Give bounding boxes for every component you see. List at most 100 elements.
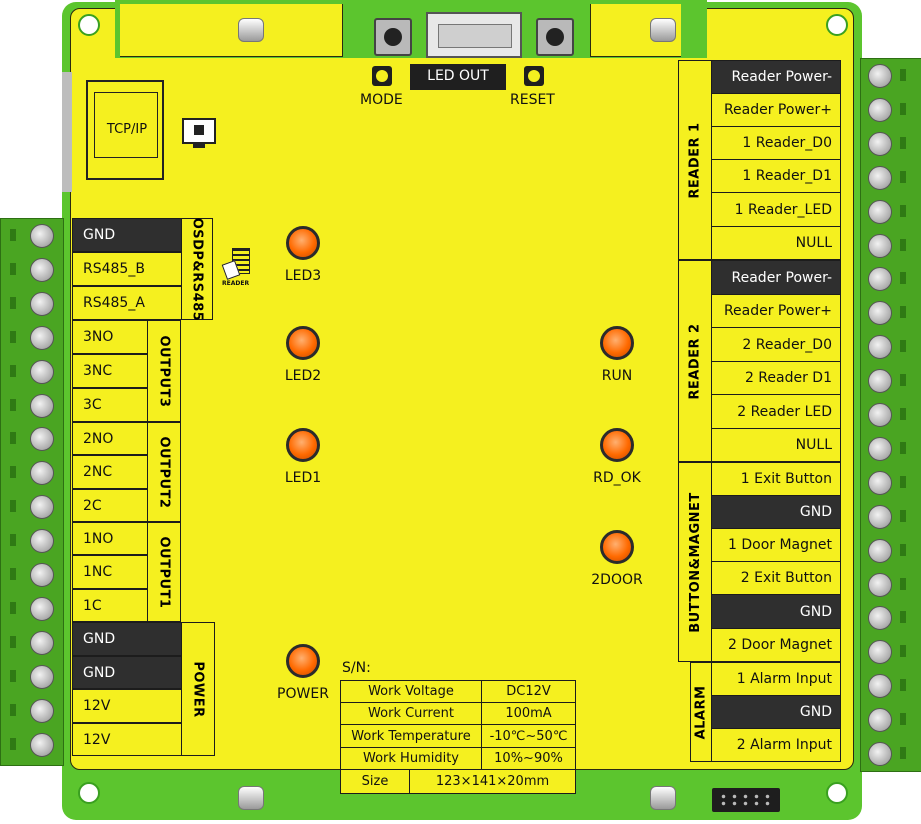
spec-label: Work Current [340, 702, 482, 725]
terminal-nub-icon [10, 601, 16, 614]
button-magnet-row: GND [711, 495, 841, 529]
reader-icon: READER [221, 248, 254, 288]
terminal-screw-icon [868, 97, 892, 122]
terminal-nub-icon [10, 262, 16, 275]
terminal-screw-icon [30, 698, 54, 723]
output1-row: 1NC [72, 555, 148, 589]
reader2-row: 2 Reader_D0 [711, 327, 841, 362]
reader2-row: 2 Reader LED [711, 394, 841, 429]
terminal-screw-icon [868, 572, 892, 597]
output2-row: 2C [72, 489, 148, 522]
output3-row: 3NO [72, 320, 148, 354]
terminal-screw-icon [868, 538, 892, 563]
osdp-row: GND [72, 218, 182, 252]
terminal-screw-icon [868, 199, 892, 224]
terminal-screw-icon [30, 732, 54, 757]
alarm-table: 1 Alarm Input GND 2 Alarm Input [711, 662, 841, 762]
spec-label: Work Humidity [340, 747, 482, 770]
output2-label: OUTPUT2 [147, 422, 181, 522]
reader2-row: Reader Power- [711, 260, 841, 295]
alarm-row: 1 Alarm Input [711, 662, 841, 696]
mode-led-icon [372, 66, 392, 86]
mount-hole-icon [78, 782, 100, 804]
standoff-icon [650, 18, 676, 42]
terminal-nub-icon [900, 441, 906, 454]
button-magnet-row: GND [711, 594, 841, 629]
reader1-row: 1 Reader_LED [711, 192, 841, 227]
alarm-row: 2 Alarm Input [711, 728, 841, 762]
spec-label: Work Temperature [340, 724, 482, 748]
power-label: POWER [181, 622, 215, 756]
terminal-screw-icon [868, 64, 892, 88]
terminal-screw-icon [30, 224, 54, 248]
terminal-screw-icon [30, 427, 54, 452]
power-row: 12V [72, 723, 182, 756]
terminal-nub-icon [10, 330, 16, 343]
terminal-nub-icon [900, 136, 906, 149]
button-magnet-row: 2 Door Magnet [711, 628, 841, 662]
led2-indicator [286, 326, 320, 360]
run-label: RUN [601, 368, 633, 384]
terminal-screw-icon [868, 674, 892, 699]
mode-label: MODE [360, 92, 403, 108]
terminal-nub-icon [10, 500, 16, 513]
terminal-screw-icon [868, 165, 892, 190]
mount-hole-icon [826, 14, 848, 36]
run-indicator [600, 326, 634, 360]
terminal-nub-icon [10, 229, 16, 241]
power-row: GND [72, 622, 182, 656]
terminal-nub-icon [900, 645, 906, 658]
terminal-nub-icon [900, 543, 906, 556]
terminal-nub-icon [900, 679, 906, 692]
output2-table: 2NO 2NC 2C [72, 422, 148, 522]
reader2-label: READER 2 [678, 260, 712, 462]
terminal-screw-icon [30, 393, 54, 418]
output3-row: 3C [72, 388, 148, 422]
reader2-row: Reader Power+ [711, 294, 841, 328]
output2-row: 2NC [72, 455, 148, 489]
terminal-screw-icon [868, 708, 892, 733]
reader1-label: READER 1 [678, 60, 712, 260]
terminal-screw-icon [30, 325, 54, 350]
terminal-screw-icon [30, 630, 54, 655]
osdp-rs485-table: GND RS485_B RS485_A [72, 218, 182, 320]
mount-hole-icon [826, 782, 848, 804]
led1-indicator [286, 428, 320, 462]
terminal-screw-icon [868, 369, 892, 394]
standoff-icon [238, 18, 264, 42]
tcp-ip-port: TCP/IP [86, 80, 164, 180]
terminal-nub-icon [10, 296, 16, 309]
terminal-nub-icon [900, 611, 906, 624]
terminal-screw-icon [868, 742, 892, 766]
reader2-table: Reader Power- Reader Power+ 2 Reader_D0 … [711, 260, 841, 462]
terminal-screw-icon [868, 335, 892, 360]
power-row: 12V [72, 689, 182, 723]
reader-icon-text: READER [222, 280, 250, 287]
mode-button[interactable] [374, 18, 412, 56]
osdp-rs485-label: OSDP&RS485 [181, 217, 213, 321]
terminal-nub-icon [900, 374, 906, 387]
led2-label: LED2 [284, 368, 322, 384]
terminal-nub-icon [900, 747, 906, 759]
terminal-screw-icon [868, 436, 892, 461]
led3-label: LED3 [284, 268, 322, 284]
terminal-nub-icon [900, 408, 906, 420]
output3-table: 3NO 3NC 3C [72, 320, 148, 422]
terminal-nub-icon [900, 170, 906, 183]
output1-label: OUTPUT1 [147, 522, 181, 622]
reader1-table: Reader Power- Reader Power+ 1 Reader_D0 … [711, 60, 841, 260]
alarm-label: ALARM [690, 662, 712, 762]
terminal-screw-icon [30, 461, 54, 486]
terminal-screw-icon [868, 470, 892, 495]
terminal-screw-icon [30, 529, 54, 554]
reader2-row: NULL [711, 428, 841, 462]
terminal-screw-icon [868, 504, 892, 529]
reader2-row: 2 Reader D1 [711, 361, 841, 395]
rd-ok-indicator [600, 428, 634, 462]
spec-value: 10%~90% [481, 747, 576, 770]
terminal-nub-icon [10, 364, 16, 377]
mount-hole-icon [78, 14, 100, 36]
spec-table: Work Voltage DC12V Work Current 100mA Wo… [340, 680, 576, 794]
reset-button[interactable] [536, 18, 574, 56]
terminal-screw-icon [30, 291, 54, 316]
